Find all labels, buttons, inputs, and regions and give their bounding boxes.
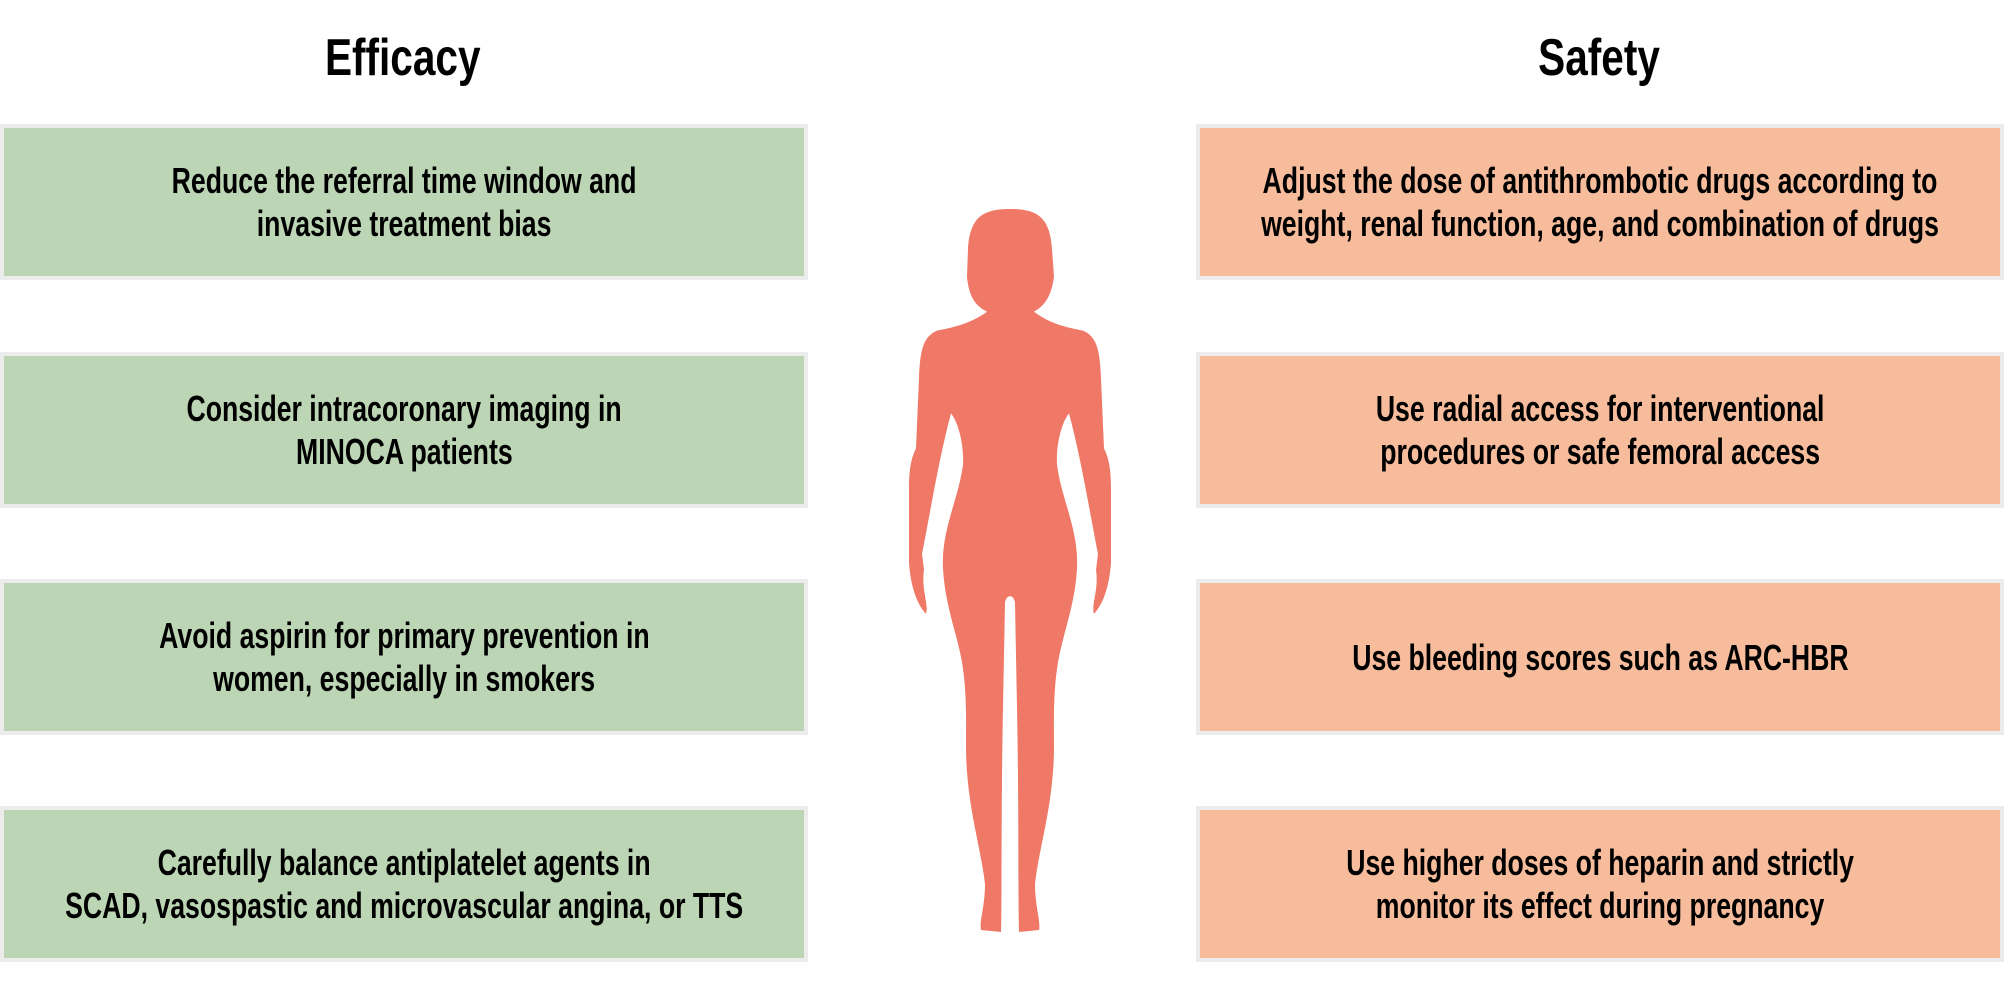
safety-box-2: Use radial access for interventional pro… xyxy=(1196,352,2004,508)
efficacy-box-3: Avoid aspirin for primary prevention in … xyxy=(0,579,808,735)
safety-box-1: Adjust the dose of antithrombotic drugs … xyxy=(1196,124,2004,280)
woman-silhouette-icon xyxy=(909,208,1111,933)
box-text: monitor its effect during pregnancy xyxy=(1375,885,1825,926)
efficacy-box-2: Consider intracoronary imaging in MINOCA… xyxy=(0,352,808,508)
box-text: Reduce the referral time window and xyxy=(171,160,637,201)
box-text: SCAD, vasospastic and microvascular angi… xyxy=(64,885,744,926)
box-text: Adjust the dose of antithrombotic drugs … xyxy=(1262,160,1938,201)
efficacy-box-4: Carefully balance antiplatelet agents in… xyxy=(0,806,808,962)
safety-box-4: Use higher doses of heparin and strictly… xyxy=(1196,806,2004,962)
safety-heading-text: Safety xyxy=(1538,29,1660,87)
efficacy-heading: Efficacy xyxy=(0,28,806,88)
box-text: weight, renal function, age, and combina… xyxy=(1261,203,1939,244)
box-text: Use higher doses of heparin and strictly xyxy=(1346,842,1854,883)
box-text: Carefully balance antiplatelet agents in xyxy=(157,842,651,883)
box-text: Use bleeding scores such as ARC-HBR xyxy=(1351,636,1849,678)
safety-box-3: Use bleeding scores such as ARC-HBR xyxy=(1196,579,2004,735)
box-text: women, especially in smokers xyxy=(212,658,595,699)
safety-heading: Safety xyxy=(1196,28,2002,88)
box-text: Avoid aspirin for primary prevention in xyxy=(158,615,650,656)
efficacy-heading-text: Efficacy xyxy=(325,29,481,87)
efficacy-box-1: Reduce the referral time window and inva… xyxy=(0,124,808,280)
box-text: MINOCA patients xyxy=(295,431,513,472)
box-text: invasive treatment bias xyxy=(256,203,552,244)
box-text: Use radial access for interventional xyxy=(1375,388,1825,429)
box-text: procedures or safe femoral access xyxy=(1380,431,1820,472)
box-text: Consider intracoronary imaging in xyxy=(186,388,622,429)
